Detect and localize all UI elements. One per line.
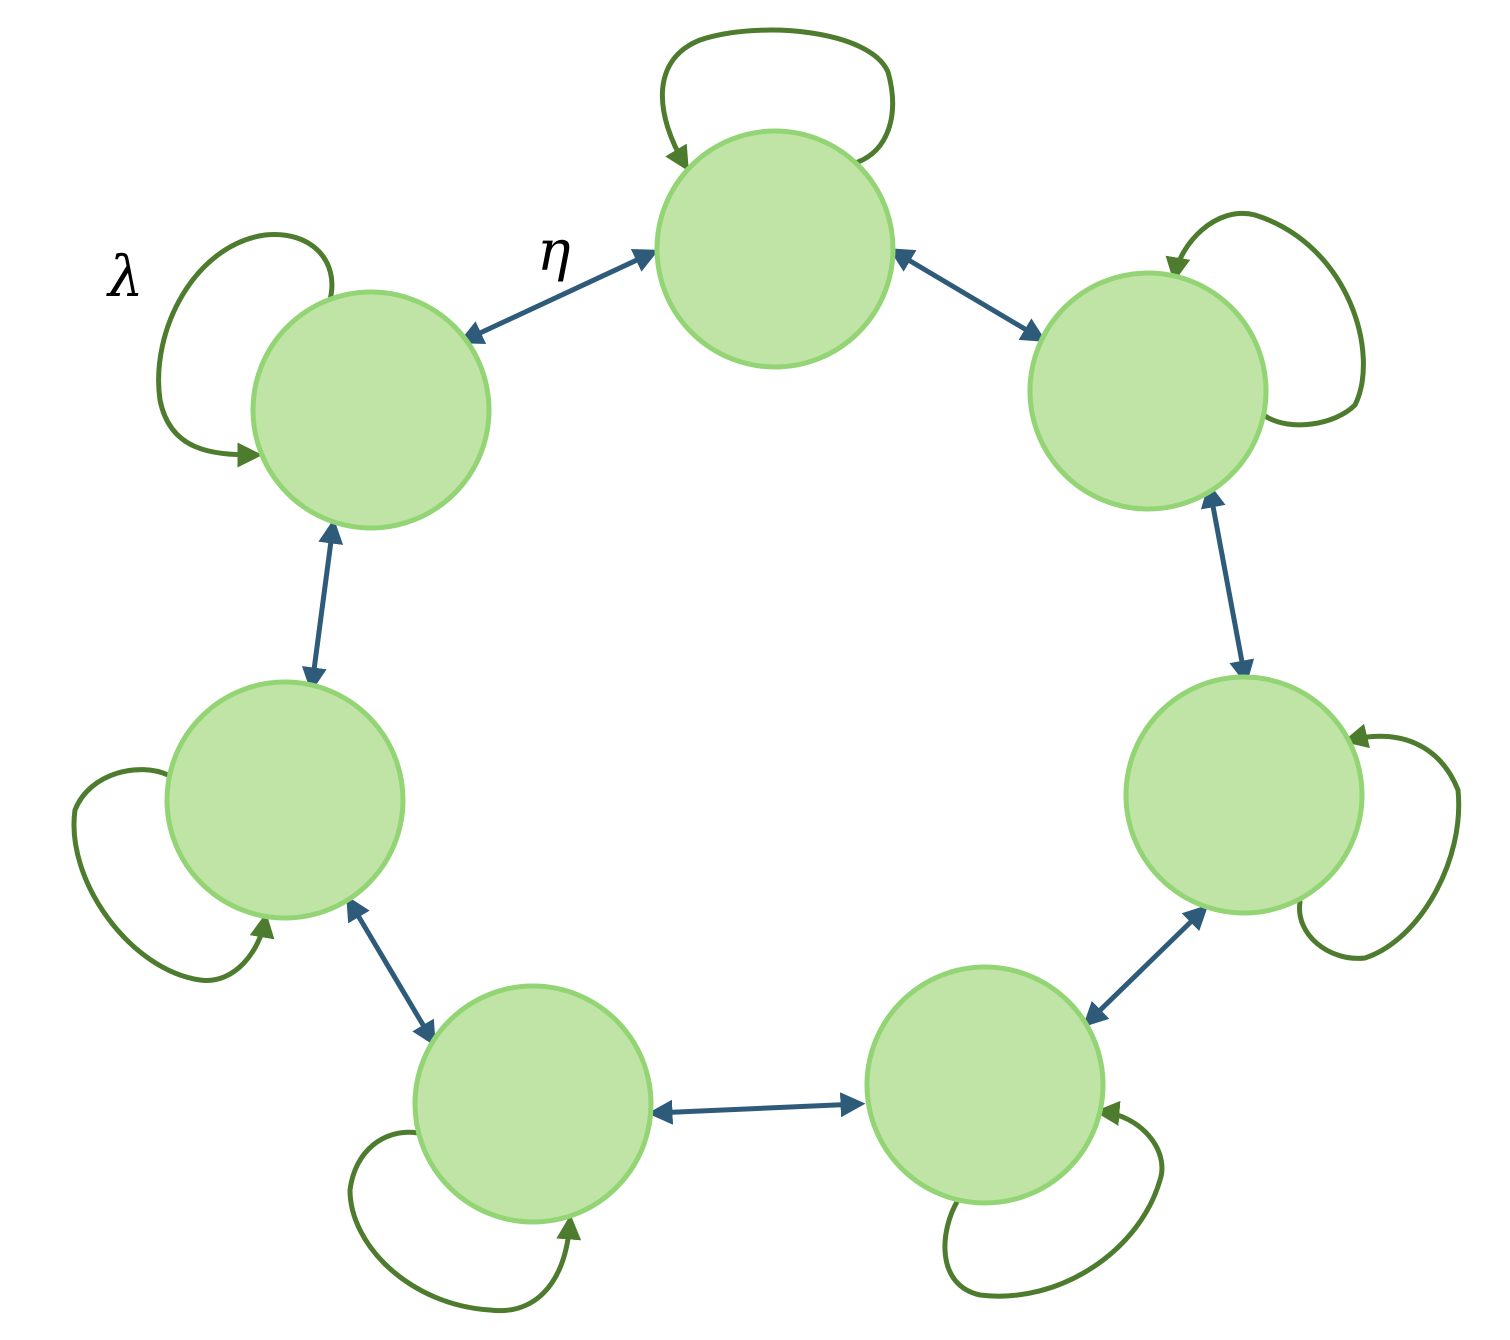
self-loops: [71, 27, 1462, 1314]
self-loop-node-1: [659, 27, 896, 172]
self-loop-node-3: [1297, 723, 1462, 961]
edge-node-2-node-3: [1200, 482, 1255, 686]
self-loop-label: λ: [106, 245, 144, 310]
edge-node-6-node-7: [301, 518, 344, 693]
node-2: [1027, 270, 1269, 512]
self-loop-node-7: [156, 231, 335, 468]
edge-node-3-node-4: [1082, 904, 1209, 1028]
self-loop-node-4: [942, 1100, 1165, 1299]
edge-node-4-node-5: [647, 1092, 866, 1125]
node-1: [654, 128, 896, 370]
node-4: [864, 964, 1106, 1206]
node-6: [164, 679, 406, 921]
self-loop-node-5: [347, 1129, 582, 1314]
node-5: [412, 983, 654, 1225]
node-3: [1123, 674, 1365, 916]
self-loop-node-6: [71, 767, 275, 983]
node-7: [250, 289, 492, 531]
edge-node-7-node-1: [458, 249, 659, 344]
coupling-edges: [301, 248, 1255, 1125]
nodes: [164, 128, 1365, 1225]
coupling-label: η: [537, 219, 571, 284]
edge-node-1-node-2: [888, 248, 1047, 342]
self-loop-node-2: [1165, 211, 1366, 428]
edge-node-5-node-6: [346, 895, 436, 1047]
